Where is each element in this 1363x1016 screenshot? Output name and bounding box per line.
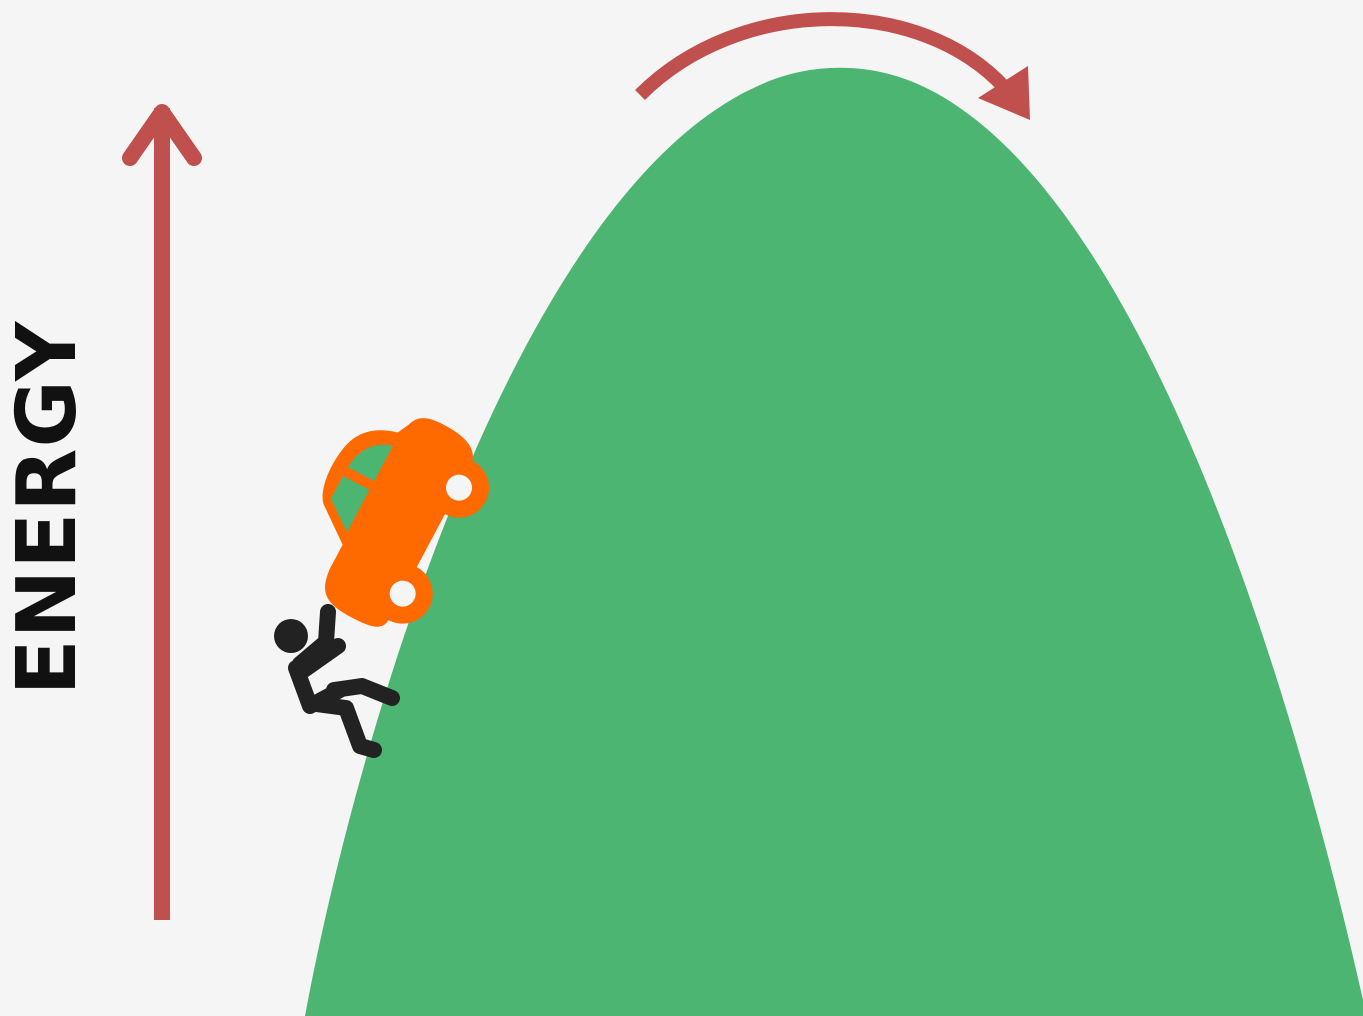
energy-axis-label: ENERGY (7, 321, 89, 696)
energy-hill (305, 68, 1363, 1016)
person-pushing-icon (274, 612, 392, 750)
arrow-up-icon (130, 108, 194, 920)
